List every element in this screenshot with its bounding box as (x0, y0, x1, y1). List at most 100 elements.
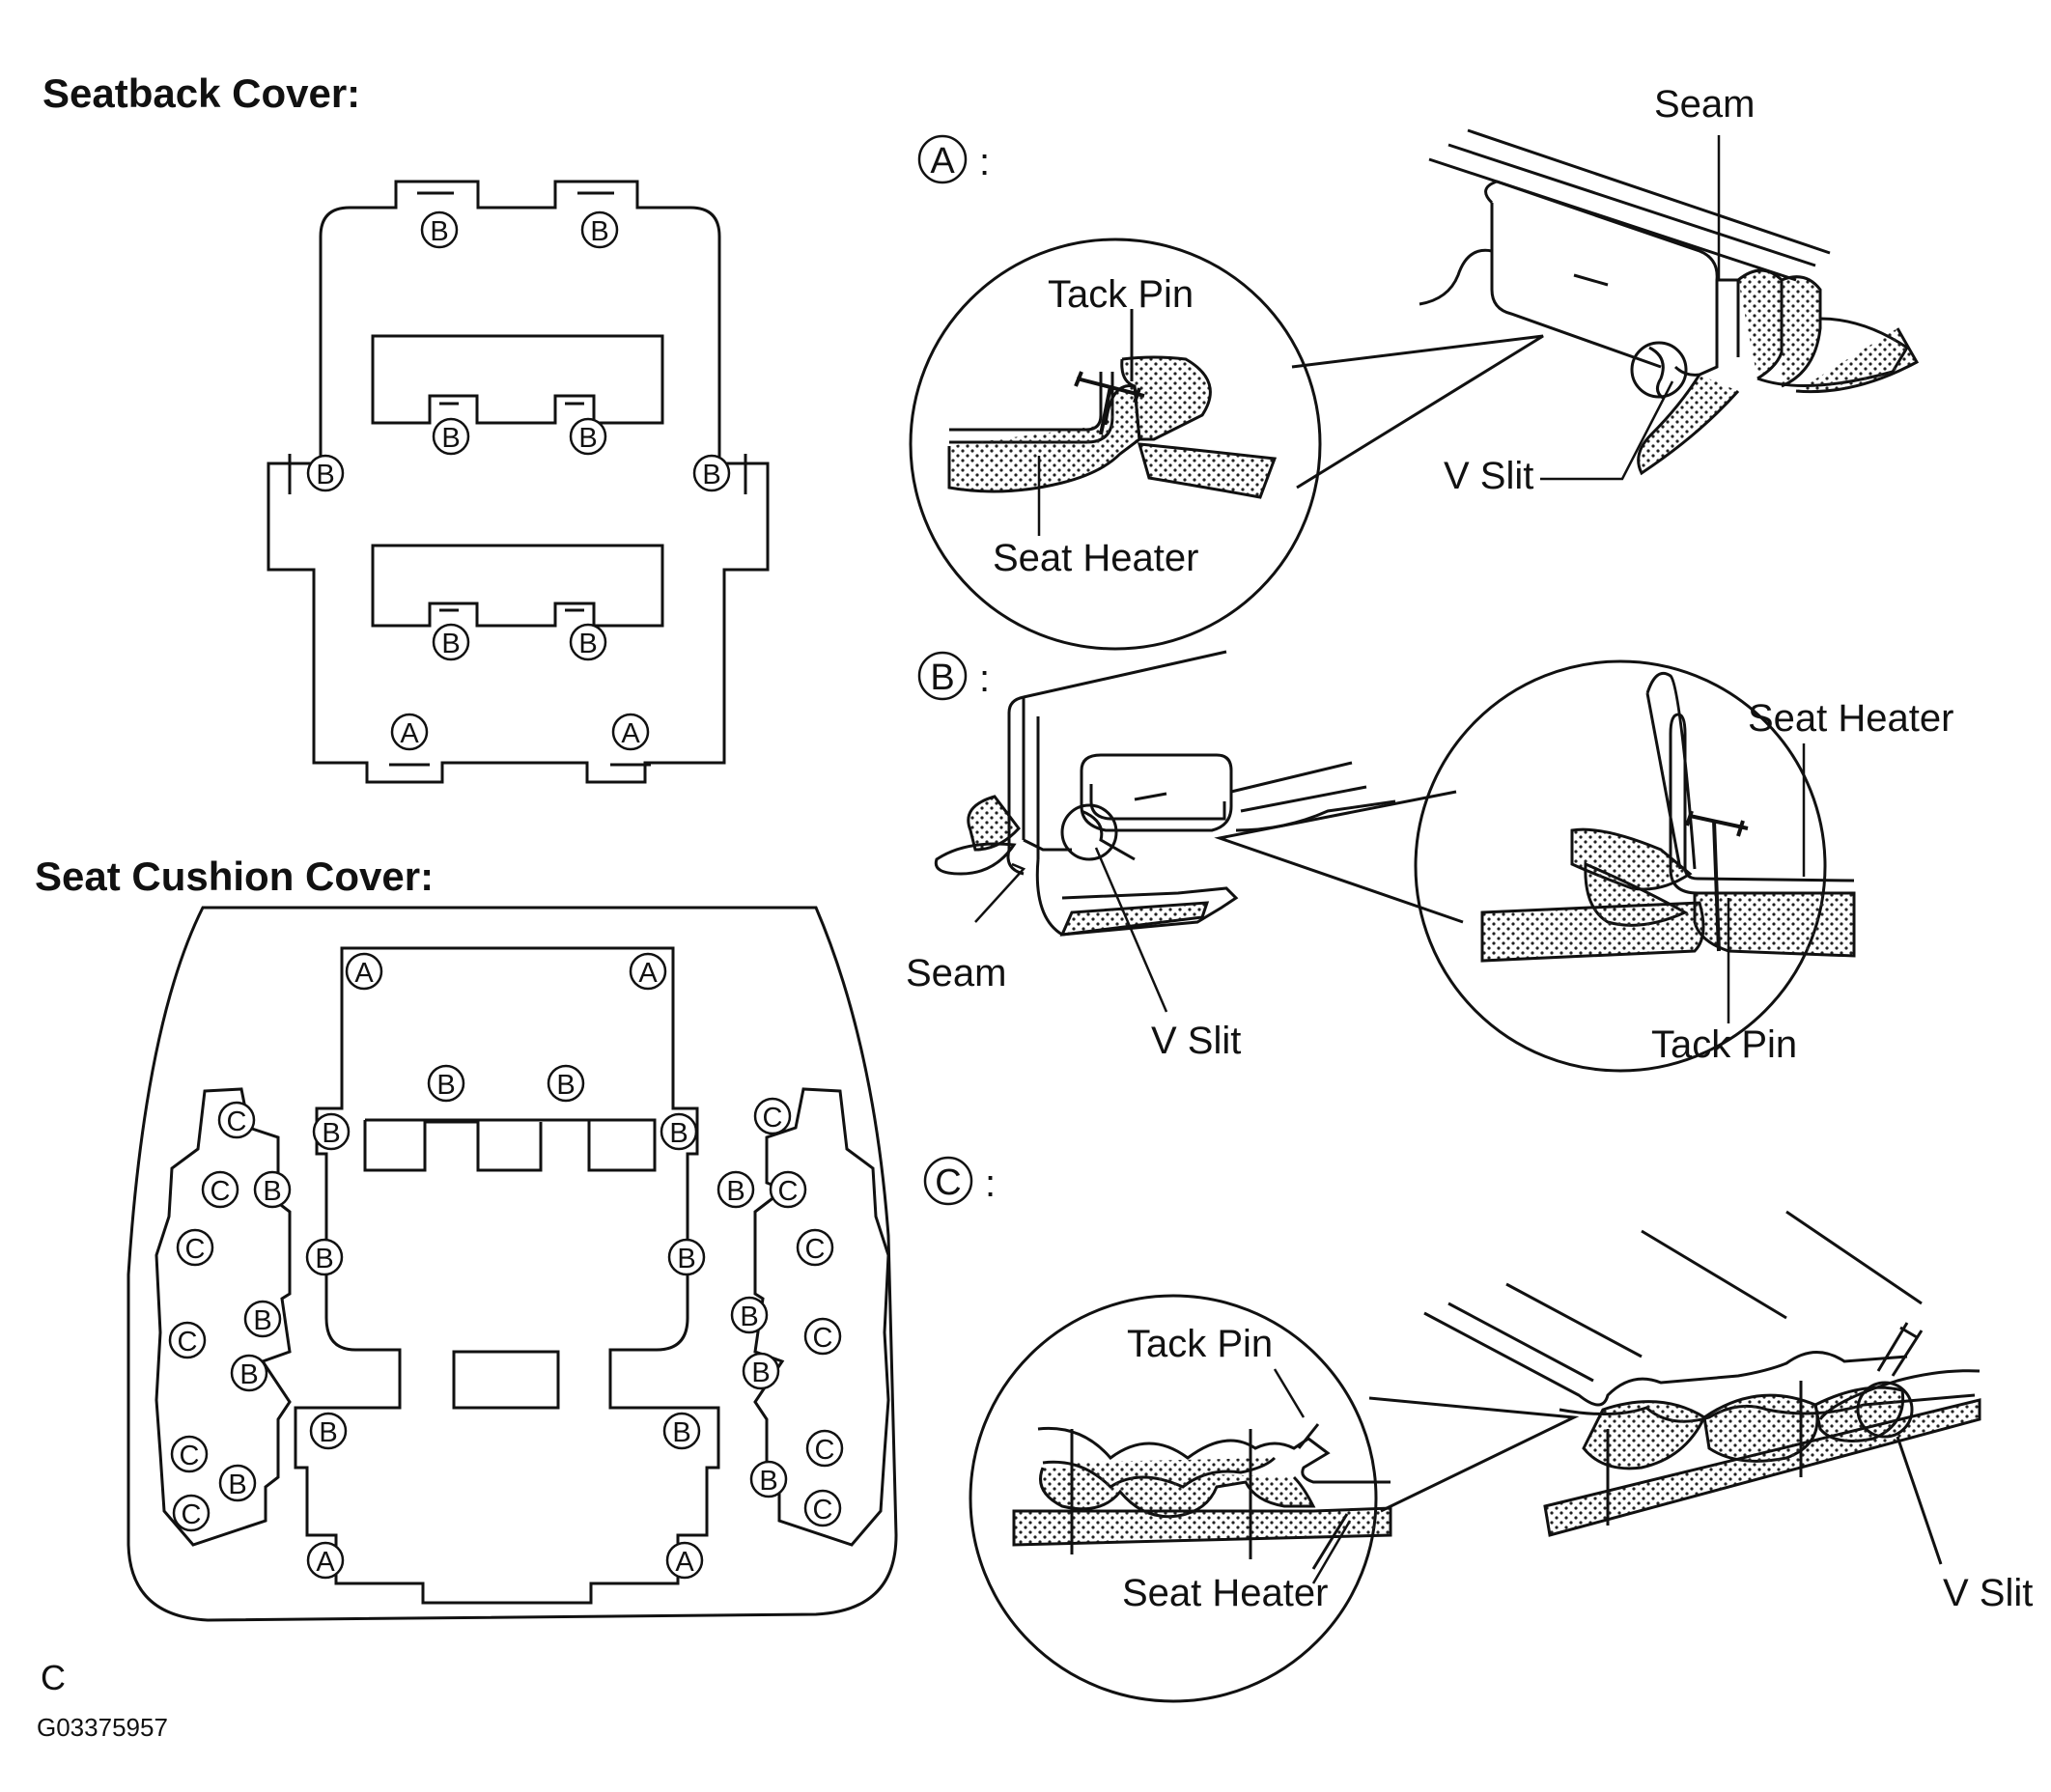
marker-b-icon: B (716, 1170, 755, 1209)
svg-text:C: C (180, 1441, 200, 1471)
leader-c-seat-heater (1311, 1520, 1352, 1584)
svg-text:B: B (669, 1118, 688, 1149)
detail-b-seat-heater-label: Seat Heater (1748, 697, 1954, 740)
svg-text:C: C (813, 1323, 833, 1354)
svg-text:C: C (763, 1103, 783, 1134)
svg-text:B: B (316, 460, 334, 490)
marker-a-icon: A (611, 713, 650, 751)
detail-b-callout-pointer (1214, 790, 1464, 924)
detail-c-seat-heater-label: Seat Heater (1122, 1572, 1329, 1614)
svg-text:B: B (930, 658, 954, 698)
marker-b-icon: B (230, 1354, 268, 1392)
marker-c-icon: C (803, 1317, 842, 1356)
detail-c-magnifier-circle (969, 1294, 1378, 1703)
detail-c-tack-pin-label: Tack Pin (1127, 1323, 1274, 1365)
marker-b-icon: B (306, 454, 345, 492)
svg-text:C: C (805, 1234, 826, 1265)
detail-b-magnifier-circle (1414, 659, 1827, 1073)
svg-text:B: B (436, 1070, 455, 1101)
detail-a-seat-heater-label: Seat Heater (993, 537, 1199, 579)
svg-text:B: B (430, 216, 448, 247)
marker-c-icon: C (170, 1435, 209, 1473)
figure-id: G03375957 (37, 1713, 168, 1742)
detail-a-colon: : (979, 141, 991, 183)
marker-b-icon: B (432, 417, 470, 456)
detail-c-callout-pointer (1368, 1396, 1580, 1513)
leader-b-v-slit (1094, 847, 1168, 1013)
svg-text:B: B (556, 1070, 575, 1101)
detail-b-colon: : (979, 658, 991, 700)
marker-b-icon: B (742, 1352, 780, 1390)
svg-text:A: A (316, 1547, 335, 1578)
seatback-cover-title: Seatback Cover: (42, 70, 361, 116)
svg-text:C: C (935, 1162, 961, 1203)
detail-b-illustration (934, 650, 1856, 1073)
svg-text:B: B (740, 1302, 758, 1332)
detail-b-v-slit-label: V Slit (1151, 1020, 1242, 1062)
svg-text:A: A (930, 141, 955, 182)
detail-a-seam-label: Seam (1654, 83, 1756, 126)
marker-a-icon: A (345, 952, 383, 991)
marker-b-icon: B (427, 1064, 465, 1103)
svg-text:B: B (441, 423, 460, 454)
cushion-cover-outline (126, 906, 898, 1622)
svg-text:B: B (578, 423, 597, 454)
leader-lines (974, 135, 1806, 1584)
svg-text:B: B (751, 1358, 770, 1388)
marker-b-icon: B (432, 623, 470, 661)
marker-b-icon: B (547, 1064, 585, 1103)
seatback-cover-outline (267, 180, 770, 784)
svg-text:C: C (813, 1495, 833, 1526)
marker-a-icon: A (629, 952, 667, 991)
svg-text:B: B (677, 1244, 695, 1274)
marker-b-icon: B (243, 1300, 282, 1338)
marker-a-icon: A (665, 1541, 704, 1580)
svg-text:B: B (672, 1417, 690, 1448)
svg-text:B: B (578, 629, 597, 659)
marker-a-icon: A (306, 1541, 345, 1580)
detail-b-seam-label: Seam (906, 952, 1007, 994)
svg-text:B: B (253, 1305, 271, 1336)
leader-a-v-slit (1540, 380, 1674, 481)
svg-text:B: B (228, 1470, 246, 1500)
marker-c-icon: C (217, 1101, 256, 1139)
marker-b-icon: B (309, 1412, 348, 1450)
marker-b-icon: B (580, 210, 619, 249)
marker-c-icon: C (796, 1228, 834, 1267)
leader-c-tack-pin (1273, 1368, 1306, 1418)
detail-c-colon: : (985, 1162, 997, 1205)
detail-b-tack-pin-label: Tack Pin (1651, 1023, 1798, 1066)
leader-b-seam (974, 862, 1026, 923)
svg-text:A: A (638, 958, 658, 989)
marker-c-icon: C (176, 1228, 214, 1267)
svg-text:B: B (322, 1118, 340, 1149)
svg-text:A: A (621, 718, 640, 749)
svg-text:C: C (185, 1234, 206, 1265)
svg-text:B: B (759, 1466, 777, 1497)
marker-b-icon: B (569, 417, 607, 456)
footer-code: C (41, 1658, 66, 1697)
detail-a-magnifier-circle (909, 238, 1322, 651)
marker-b-icon: B (569, 623, 607, 661)
marker-b-icon: B (253, 1170, 292, 1209)
detail-a-illustration (909, 128, 1920, 651)
marker-c-icon: C (803, 1489, 842, 1527)
detail-a-marker-icon: A (917, 134, 968, 184)
detail-a-callout-pointer (1291, 334, 1544, 490)
svg-text:B: B (702, 460, 720, 490)
svg-text:B: B (726, 1176, 745, 1207)
marker-c-icon: C (753, 1097, 792, 1135)
svg-text:B: B (315, 1244, 333, 1274)
marker-b-icon: B (749, 1460, 788, 1498)
marker-b-icon: B (730, 1296, 769, 1334)
svg-text:C: C (815, 1435, 835, 1466)
svg-text:C: C (778, 1176, 799, 1207)
detail-a-v-slit-label: V Slit (1444, 455, 1534, 497)
detail-c-v-slit-label: V Slit (1943, 1572, 2034, 1614)
marker-b-icon: B (218, 1464, 257, 1502)
svg-text:C: C (227, 1106, 247, 1137)
marker-b-icon: B (420, 210, 459, 249)
marker-b-icon: B (692, 454, 731, 492)
